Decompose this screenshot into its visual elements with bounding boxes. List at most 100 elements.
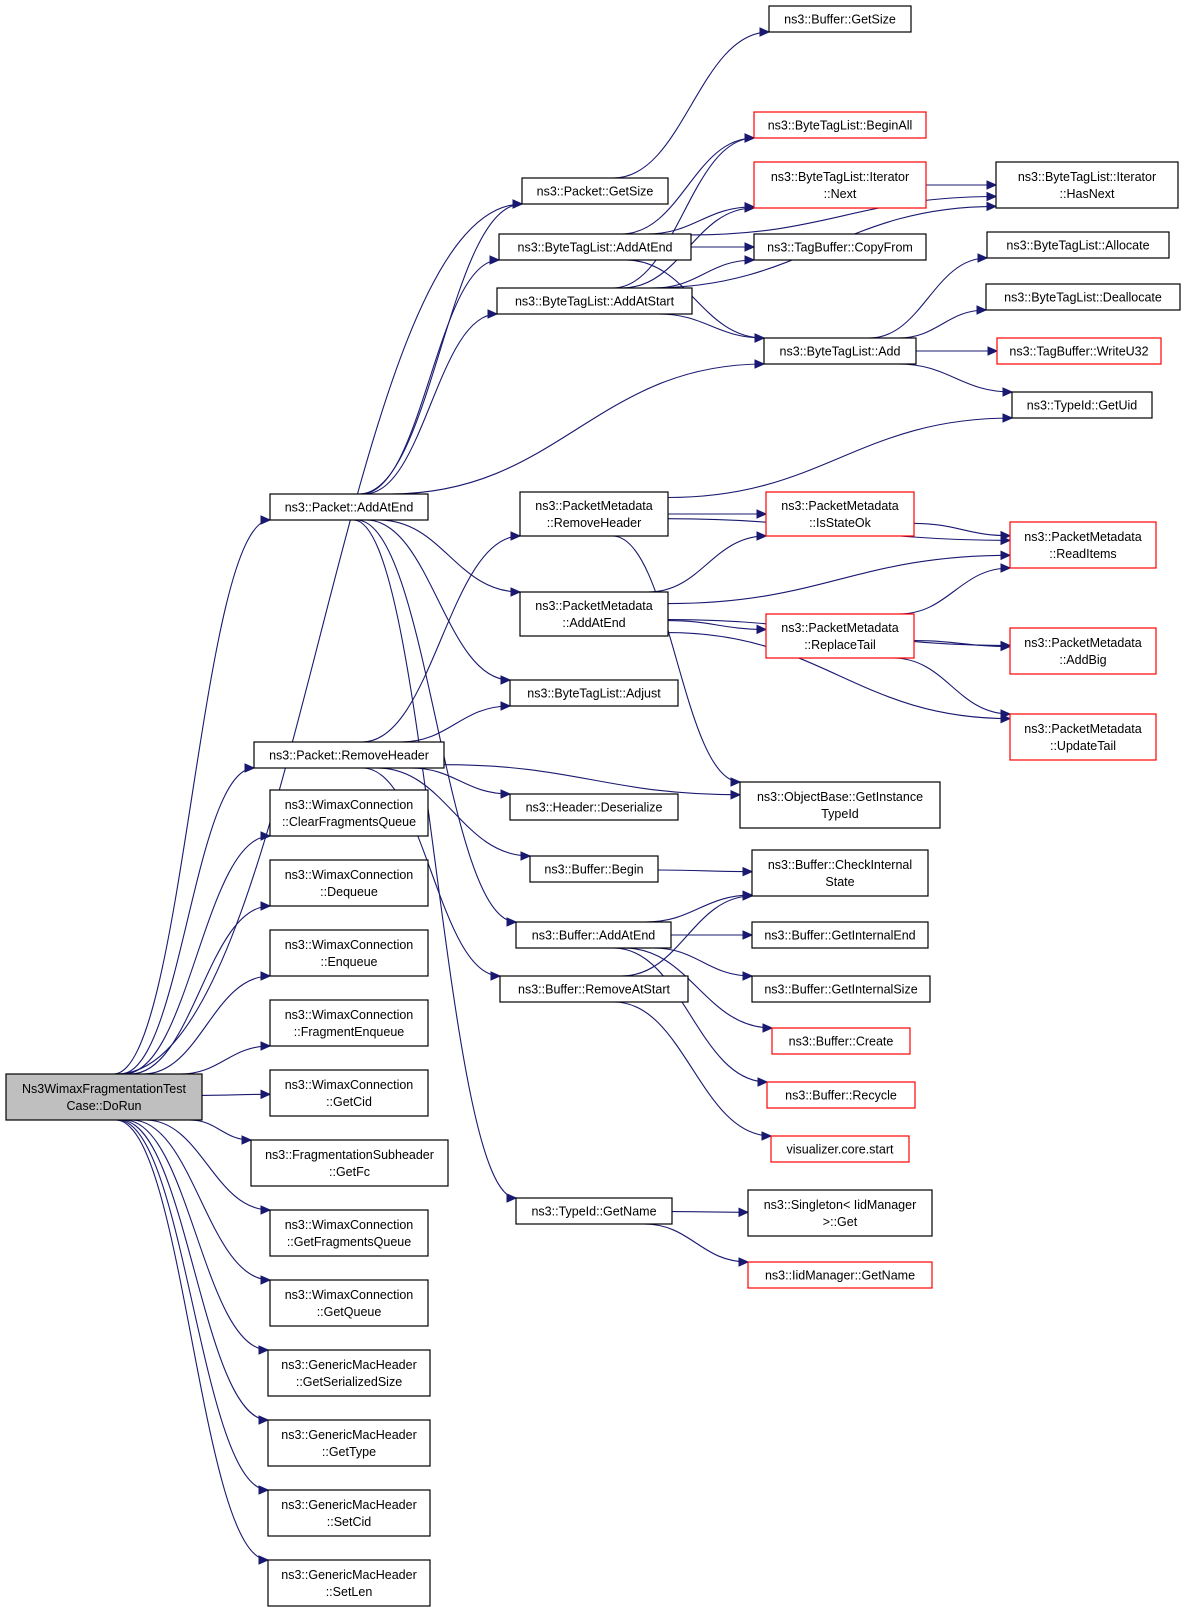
node-wc_getcid[interactable]: ns3::WimaxConnection::GetCid [269, 1069, 429, 1117]
node-box [529, 855, 659, 883]
node-gmh_getser[interactable]: ns3::GenericMacHeader::GetSerializedSize [267, 1349, 431, 1397]
node-box [499, 975, 689, 1003]
node-label: ns3::WimaxConnection [285, 798, 414, 812]
node-buf_getsize[interactable]: ns3::Buffer::GetSize [768, 5, 912, 33]
arrowhead-icon [986, 201, 998, 212]
node-btl_addatend[interactable]: ns3::ByteTagList::AddAtEnd [498, 233, 692, 261]
node-pm_isstateok[interactable]: ns3::PacketMetadata::IsStateOk [765, 491, 915, 537]
node-iid_getname[interactable]: ns3::IidManager::GetName [747, 1261, 933, 1289]
node-box [765, 491, 915, 537]
call-edge-pm_removeheader-to-tid_getuid [667, 417, 1013, 499]
node-label: ns3::Packet::AddAtEnd [285, 501, 414, 515]
node-pm_removeheader[interactable]: ns3::PacketMetadata::RemoveHeader [519, 491, 669, 537]
node-box [763, 337, 917, 365]
node-viz_start[interactable]: visualizer.core.start [770, 1135, 910, 1163]
call-edge-pm_isstateok-to-pm_readitems [913, 522, 1011, 537]
node-box [496, 287, 693, 315]
node-label: ns3::ByteTagList::BeginAll [768, 119, 913, 133]
node-hdr_deser[interactable]: ns3::Header::Deserialize [509, 793, 679, 821]
node-label: ns3::Buffer::AddAtEnd [532, 929, 656, 943]
call-edge-buf_addatend-to-buf_recycle [613, 947, 768, 1083]
node-box [250, 1139, 449, 1187]
arrowhead-icon [742, 891, 754, 901]
node-wc_fragenq[interactable]: ns3::WimaxConnection::FragmentEnqueue [269, 999, 429, 1047]
node-btl_it_hasnext[interactable]: ns3::ByteTagList::Iterator::HasNext [995, 161, 1179, 209]
node-pkt_addatend[interactable]: ns3::Packet::AddAtEnd [269, 493, 429, 521]
node-wc_getqueue[interactable]: ns3::WimaxConnection::GetQueue [269, 1279, 429, 1327]
node-pm_replacetail[interactable]: ns3::PacketMetadata::ReplaceTail [765, 613, 915, 659]
node-label: ns3::ByteTagList::Add [780, 345, 901, 359]
call-edge-pkt_addatend-to-tid_getname [353, 519, 517, 1199]
node-buf_getinternalend[interactable]: ns3::Buffer::GetInternalEnd [751, 921, 929, 949]
node-wc_getfragq[interactable]: ns3::WimaxConnection::GetFragmentsQueue [269, 1209, 429, 1257]
node-wc_clear[interactable]: ns3::WimaxConnection::ClearFragmentsQueu… [269, 789, 429, 837]
arrowhead-icon [500, 675, 512, 685]
call-edge-root-to-pkt_getsize [116, 203, 523, 1075]
node-btl_adjust[interactable]: ns3::ByteTagList::Adjust [509, 679, 679, 707]
node-wc_enqueue[interactable]: ns3::WimaxConnection::Enqueue [269, 929, 429, 977]
node-label: ns3::Buffer::Begin [544, 863, 643, 877]
node-btl_add[interactable]: ns3::ByteTagList::Add [763, 337, 917, 365]
node-fsh_getfc[interactable]: ns3::FragmentationSubheader::GetFc [250, 1139, 449, 1187]
node-label: ns3::PacketMetadata [1024, 722, 1141, 736]
arrowhead-icon [761, 1131, 773, 1141]
node-pm_addatend[interactable]: ns3::PacketMetadata::AddAtEnd [519, 591, 669, 637]
node-label: ns3::ObjectBase::GetInstance [757, 790, 923, 804]
node-box [753, 111, 927, 139]
node-label: ::FragmentEnqueue [294, 1025, 405, 1039]
node-wc_dequeue[interactable]: ns3::WimaxConnection::Dequeue [269, 859, 429, 907]
arrowhead-icon [520, 851, 532, 861]
node-label: ::SetLen [326, 1585, 373, 1599]
node-label: ::Dequeue [320, 885, 378, 899]
node-btl_addatstart[interactable]: ns3::ByteTagList::AddAtStart [496, 287, 693, 315]
call-edge-btl_addatend-to-btl_beginall [621, 137, 755, 235]
node-label: ns3::GenericMacHeader [281, 1498, 416, 1512]
node-pm_addbig[interactable]: ns3::PacketMetadata::AddBig [1009, 627, 1157, 675]
node-buf_getinternalsize[interactable]: ns3::Buffer::GetInternalSize [751, 975, 931, 1003]
node-gmh_gettype[interactable]: ns3::GenericMacHeader::GetType [267, 1419, 431, 1467]
node-box [1009, 713, 1157, 761]
node-label: ns3::Header::Deserialize [526, 801, 663, 815]
arrowhead-icon [260, 1275, 272, 1285]
node-buf_create[interactable]: ns3::Buffer::Create [771, 1027, 911, 1055]
node-label: ns3::ByteTagList::Adjust [527, 687, 661, 701]
call-edge-pkt_getsize-to-buf_getsize [613, 31, 770, 179]
node-label: ns3::Buffer::CheckInternal [768, 858, 912, 872]
arrowhead-icon [744, 255, 756, 265]
node-singleton_get[interactable]: ns3::Singleton< IidManager>::Get [747, 1189, 933, 1237]
node-buf_addatend[interactable]: ns3::Buffer::AddAtEnd [515, 921, 672, 949]
node-tid_getuid[interactable]: ns3::TypeId::GetUid [1011, 391, 1153, 419]
node-buf_recycle[interactable]: ns3::Buffer::Recycle [766, 1081, 916, 1109]
node-label: ::IsStateOk [809, 516, 872, 530]
node-box [751, 975, 931, 1003]
call-edge-root-to-wc_getcid [201, 1093, 271, 1096]
call-edge-tid_getname-to-singleton_get [671, 1211, 749, 1213]
node-tid_getname[interactable]: ns3::TypeId::GetName [515, 1197, 673, 1225]
node-btl_beginall[interactable]: ns3::ByteTagList::BeginAll [753, 111, 927, 139]
node-tb_copyfrom[interactable]: ns3::TagBuffer::CopyFrom [753, 233, 927, 261]
node-pkt_removeheader[interactable]: ns3::Packet::RemoveHeader [253, 741, 445, 769]
arrowhead-icon [1002, 387, 1014, 397]
node-btl_deallocate[interactable]: ns3::ByteTagList::Deallocate [985, 283, 1181, 311]
node-tb_writeu32[interactable]: ns3::TagBuffer::WriteU32 [996, 337, 1162, 365]
node-gmh_setlen[interactable]: ns3::GenericMacHeader::SetLen [267, 1559, 431, 1607]
node-pm_updatetail[interactable]: ns3::PacketMetadata::UpdateTail [1009, 713, 1157, 761]
node-pkt_getsize[interactable]: ns3::Packet::GetSize [521, 177, 669, 205]
node-btl_allocate[interactable]: ns3::ByteTagList::Allocate [986, 231, 1170, 259]
node-btl_it_next[interactable]: ns3::ByteTagList::Iterator::Next [753, 161, 927, 209]
call-edge-pkt_addatend-to-btl_add [389, 363, 765, 495]
node-pm_readitems[interactable]: ns3::PacketMetadata::ReadItems [1009, 521, 1157, 569]
node-buf_begin[interactable]: ns3::Buffer::Begin [529, 855, 659, 883]
node-label: ns3::ByteTagList::Iterator [1018, 170, 1156, 184]
node-label: ns3::TypeId::GetUid [1027, 399, 1138, 413]
node-gmh_setcid[interactable]: ns3::GenericMacHeader::SetCid [267, 1489, 431, 1537]
node-buf_removeatstart[interactable]: ns3::Buffer::RemoveAtStart [499, 975, 689, 1003]
call-edge-pkt_addatend-to-btl_adjust [366, 519, 511, 681]
arrowhead-icon [759, 27, 771, 37]
arrowhead-icon [1000, 550, 1012, 561]
arrowhead-icon [756, 624, 768, 635]
node-box [768, 5, 912, 33]
